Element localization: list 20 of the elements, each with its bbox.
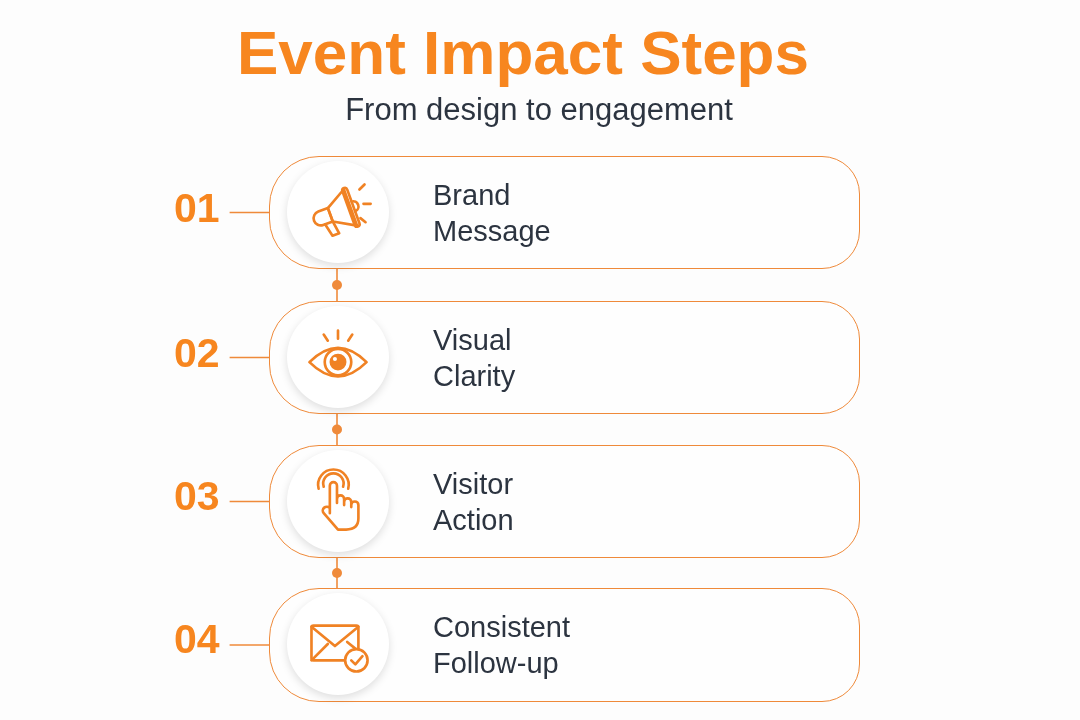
step-card <box>269 445 860 558</box>
step-number: 02 <box>174 333 220 374</box>
step-title: Consistent Follow-up <box>433 610 571 681</box>
step-title: Visual Clarity <box>433 322 517 394</box>
connector-line <box>336 268 338 302</box>
step-card <box>269 156 860 269</box>
step-number: 03 <box>174 476 220 517</box>
step-title: Brand Message <box>433 177 552 249</box>
step-card <box>269 588 860 702</box>
subtitle: From design to engagement <box>345 94 733 125</box>
leader-line <box>228 356 270 359</box>
step-number: 01 <box>174 188 220 229</box>
leader-line <box>228 211 270 214</box>
leader-line <box>228 644 270 646</box>
step-title: Visitor Action <box>433 466 515 538</box>
leader-line <box>228 500 270 503</box>
step-card <box>269 301 860 414</box>
connector-line <box>336 557 338 589</box>
step-number: 04 <box>174 619 220 660</box>
connector-line <box>336 413 338 446</box>
